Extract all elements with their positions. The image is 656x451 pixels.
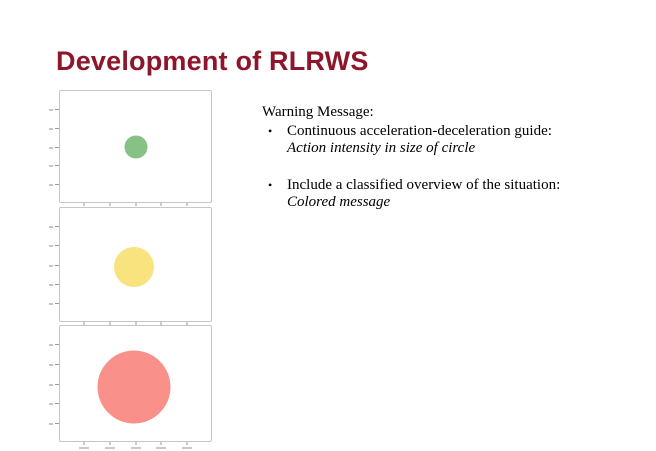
y-axis-tick — [55, 383, 59, 385]
x-axis-tick — [83, 442, 85, 445]
x-axis-tick — [109, 442, 111, 445]
bullet-item-2: • Include a classified overview of the s… — [262, 177, 622, 212]
warning-circle-medium-yellow — [113, 246, 154, 287]
y-axis-tick — [55, 165, 59, 167]
y-axis-tick-label-illegible — [49, 383, 53, 386]
x-axis-tick — [83, 322, 85, 325]
bullet-icon: • — [268, 123, 273, 138]
y-axis-tick-label-illegible — [49, 302, 53, 305]
x-axis-tick — [109, 322, 111, 325]
x-axis-tick-label-illegible — [130, 447, 141, 449]
y-axis-tick-label-illegible — [49, 184, 53, 187]
bullet-icon: • — [268, 177, 273, 192]
y-axis-tick-label-illegible — [49, 146, 53, 149]
bullet-detail-italic-1: Action intensity in size of circle — [287, 140, 476, 156]
x-axis-tick — [160, 322, 162, 325]
x-axis-tick — [135, 442, 136, 445]
warning-message-block: Warning Message: • Continuous accelerati… — [262, 104, 622, 212]
bullet-detail-italic-2: Colored message — [287, 194, 391, 210]
y-axis-tick-label-illegible — [49, 127, 53, 130]
x-axis-tick — [186, 322, 188, 325]
y-axis-tick — [55, 146, 59, 148]
y-axis-tick-label-illegible — [49, 264, 53, 267]
slide-title: Development of RLRWS — [56, 46, 369, 76]
y-axis-tick — [55, 302, 59, 304]
warning-circle-small-green — [124, 135, 147, 158]
warning-heading: Warning Message: — [262, 104, 374, 120]
y-axis-tick — [55, 264, 59, 266]
y-axis-tick — [55, 403, 59, 405]
y-axis-tick — [55, 184, 59, 186]
x-axis-tick — [109, 203, 111, 206]
y-axis-tick — [55, 245, 59, 247]
y-axis-tick-label-illegible — [49, 283, 53, 286]
y-axis-tick-label-illegible — [49, 422, 53, 425]
chart-panel-small-green — [49, 90, 212, 210]
chart-panel-medium-yellow — [49, 207, 212, 329]
bullet-text-1: Continuous acceleration-deceleration gui… — [287, 122, 552, 139]
x-axis-tick-label-illegible — [156, 447, 167, 449]
x-axis-tick — [160, 203, 162, 206]
y-axis-tick — [55, 422, 59, 424]
bullet-item-1: • Continuous acceleration-deceleration g… — [262, 123, 622, 158]
bullet-body-2: Include a classified overview of the sit… — [287, 177, 560, 212]
x-axis-tick — [160, 442, 162, 445]
y-axis-tick-label-illegible — [49, 363, 53, 366]
warning-circle-large-red — [97, 350, 171, 424]
bullet-text-2: Include a classified overview of the sit… — [287, 176, 561, 193]
x-axis-tick — [83, 203, 85, 206]
y-axis-tick-label-illegible — [49, 108, 53, 111]
x-axis-tick-label-illegible — [181, 447, 192, 449]
y-axis-tick-label-illegible — [49, 245, 53, 248]
y-axis-tick — [55, 363, 59, 365]
chart-panel-large-red — [49, 325, 212, 449]
y-axis-tick — [55, 108, 59, 110]
y-axis-tick-label-illegible — [49, 226, 53, 229]
x-axis-tick — [186, 442, 188, 445]
x-axis-tick — [135, 322, 136, 325]
x-axis-tick — [186, 203, 188, 206]
y-axis-tick-label-illegible — [49, 165, 53, 168]
y-axis-tick — [55, 283, 59, 285]
y-axis-tick — [55, 127, 59, 129]
x-axis-tick — [135, 203, 136, 206]
y-axis-tick — [55, 344, 59, 346]
y-axis-tick-label-illegible — [49, 403, 53, 406]
x-axis-tick-label-illegible — [104, 447, 115, 449]
bullet-body-1: Continuous acceleration-deceleration gui… — [287, 123, 552, 158]
y-axis-tick — [55, 226, 59, 228]
y-axis-tick-label-illegible — [49, 344, 53, 347]
x-axis-tick-label-illegible — [79, 447, 90, 449]
